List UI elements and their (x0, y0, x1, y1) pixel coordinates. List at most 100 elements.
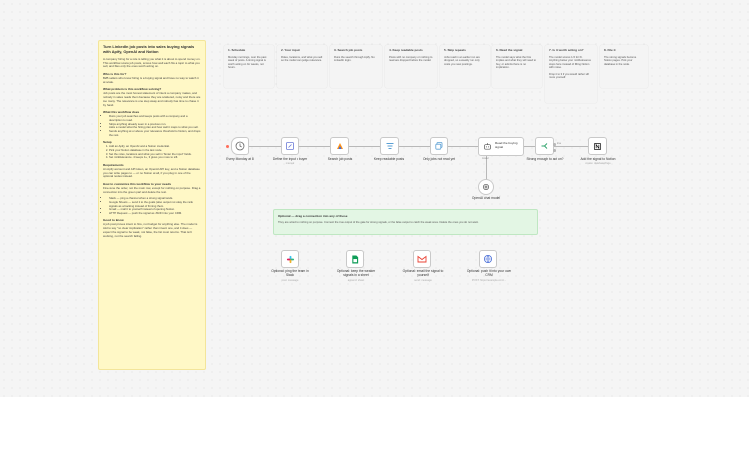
optional-note-body: They are wired to nothing on purpose. Co… (278, 221, 479, 224)
node-label: Optional: keep the weaker signals in a s… (336, 269, 376, 277)
node-optional-sheets[interactable] (346, 250, 364, 268)
list-item: Pick your Notion database in the last no… (109, 148, 201, 153)
list-item: HTTP Request — push the signal as JSON i… (109, 211, 201, 216)
good-heading: Good to know (103, 218, 124, 223)
node-optional-gmail[interactable] (413, 250, 431, 268)
node-label: Only jobs not read yet (422, 157, 456, 161)
sticky-note-gate[interactable]: 7. Is it worth acting on? The model scor… (545, 45, 597, 103)
node-label: Search job posts (327, 157, 353, 161)
node-strong-enough[interactable] (535, 137, 554, 155)
node-label: OpenAI chat model (471, 196, 501, 200)
what-heading: What this workflow does (103, 109, 140, 114)
sticky-note-keep[interactable]: 4. Keep readable posts Posts with no com… (385, 45, 437, 88)
node-label: Strong enough to act on? (526, 157, 564, 161)
list-item: Gmail — mail it to yourself instead of o… (109, 208, 201, 212)
list-item: Set the roles, locations and what you se… (109, 152, 201, 157)
gmail-icon (417, 255, 427, 263)
page-background (0, 397, 749, 450)
optional-note-title: Optional — drag a connection into any of… (278, 214, 348, 218)
note-title: 5. Skip repeats (444, 48, 466, 52)
node-label: Add the signal to Notion (580, 157, 616, 161)
node-define-input[interactable] (281, 137, 299, 155)
list-item: Runs your job searches and keeps posts w… (109, 114, 201, 123)
notion-icon (593, 142, 602, 150)
true-output-port[interactable] (553, 143, 556, 146)
node-only-new-jobs[interactable] (430, 137, 448, 155)
sticky-note-file[interactable]: 8. File it The strong signals become Not… (600, 45, 648, 88)
google-sheets-icon (352, 254, 359, 264)
note-body: The model scores 1-5 for fit. Anything b… (549, 55, 591, 70)
sticky-note-schedule[interactable]: 1. Schedule Monday mornings, over the pa… (224, 45, 274, 88)
sticky-note-input[interactable]: 2. Your input Roles, locations, and what… (277, 45, 327, 88)
node-search-apify[interactable] (330, 137, 349, 155)
node-label: Read the buying signal (495, 141, 518, 149)
model-connection-line[interactable] (486, 156, 487, 180)
node-label: Every Monday at 8 (226, 157, 254, 161)
true-port-label: true (557, 142, 562, 145)
list-item: Set minRelevance. 4 keeps 4+, 3 gives yo… (109, 156, 201, 160)
connection-line[interactable] (399, 146, 430, 147)
connection-line[interactable] (448, 146, 478, 147)
note-body: The model says what the hire implies and… (496, 55, 537, 70)
node-keep-readable[interactable] (380, 137, 399, 155)
note-body: Roles, locations, and what you sell so t… (281, 55, 323, 63)
apify-icon (336, 143, 343, 149)
list-item: Slack — ping a channel when a strong sig… (109, 196, 201, 201)
filter-icon (386, 143, 393, 149)
note-body: The strong signals become Notion pages. … (604, 55, 637, 66)
note-body: Jobs read in an earlier run are dropped,… (444, 55, 480, 66)
problem-heading: What problem is this workflow solving? (103, 86, 162, 91)
sticky-note-optional[interactable]: Optional — drag a connection into any of… (273, 209, 538, 235)
customize-heading: How to customize this workflow to your n… (103, 181, 172, 186)
model-port-label: model (482, 157, 489, 160)
note-body: Posts with no company or nothing to read… (389, 55, 433, 63)
connection-line[interactable] (299, 146, 330, 147)
customize-text: Fine-tune the order, not the main row, e… (103, 185, 201, 194)
list-item: Skips anything already seen in a previou… (109, 122, 201, 127)
workflow-canvas[interactable]: Turn LinkedIn job posts into sales buyin… (0, 0, 749, 397)
connection-line[interactable] (349, 146, 380, 147)
note-title: 8. File it (604, 48, 616, 52)
what-list: Runs your job searches and keeps posts w… (109, 114, 201, 138)
branch-icon (541, 143, 547, 149)
node-read-signal[interactable]: Read the buying signal (478, 137, 524, 156)
connection-line[interactable] (248, 146, 281, 147)
robot-icon (484, 143, 491, 150)
setup-heading: Setup (103, 140, 112, 145)
note-title: 1. Schedule (228, 48, 246, 52)
note-title: 6. Read the signal (496, 48, 523, 52)
note-body: Monday mornings, over the past week of p… (228, 55, 267, 70)
requirements-text: An Apify account and API token, an OpenA… (103, 166, 200, 179)
node-subtitle: post: message (281, 279, 299, 282)
who-heading: Who is this for? (103, 71, 127, 76)
list-item: Add an Apify, an OpenAI and a Notion cre… (109, 144, 201, 149)
connection-line[interactable] (554, 146, 588, 147)
setup-list: Add an Apify, an OpenAI and a Notion cre… (109, 144, 201, 160)
node-optional-slack[interactable] (281, 250, 299, 268)
list-item: Google Sheets — send it to the goals (al… (109, 200, 201, 209)
sticky-note-read[interactable]: 6. Read the signal The model says what t… (492, 45, 542, 88)
node-add-to-notion[interactable] (588, 137, 607, 155)
customize-list: Slack — ping a channel when a strong sig… (109, 196, 201, 216)
sticky-note-search[interactable]: 3. Search job posts Runs the search thro… (330, 45, 382, 88)
false-output-port[interactable] (553, 149, 556, 152)
node-openai-model[interactable] (478, 179, 494, 195)
note-extra: Drop it to 3 if you would rather sift mo… (549, 72, 590, 80)
good-text: A job post proves intent to hire, not bu… (103, 222, 198, 239)
overview-intro: A company hiring for a role is telling y… (103, 56, 201, 69)
globe-icon (484, 255, 492, 263)
sticky-note-skip[interactable]: 5. Skip repeats Jobs read in an earlier … (440, 45, 490, 88)
node-optional-http[interactable] (479, 250, 497, 268)
list-item: Sends anything at or above your relevanc… (109, 129, 201, 138)
problem-text: Job posts are the most honest statement … (103, 90, 201, 107)
connection-line[interactable] (524, 146, 535, 147)
who-text: B2B sellers who know hiring is a buying … (103, 75, 199, 84)
node-schedule-trigger[interactable] (231, 137, 249, 155)
copy-icon (435, 142, 443, 150)
note-title: 3. Search job posts (334, 48, 363, 52)
node-label: Optional: ping the team in Slack (271, 269, 309, 277)
requirements-heading: Requirements (103, 162, 124, 167)
sticky-note-overview[interactable]: Turn LinkedIn job posts into sales buyin… (98, 40, 206, 370)
note-title: 4. Keep readable posts (389, 48, 423, 52)
note-title: 2. Your input (281, 48, 300, 52)
